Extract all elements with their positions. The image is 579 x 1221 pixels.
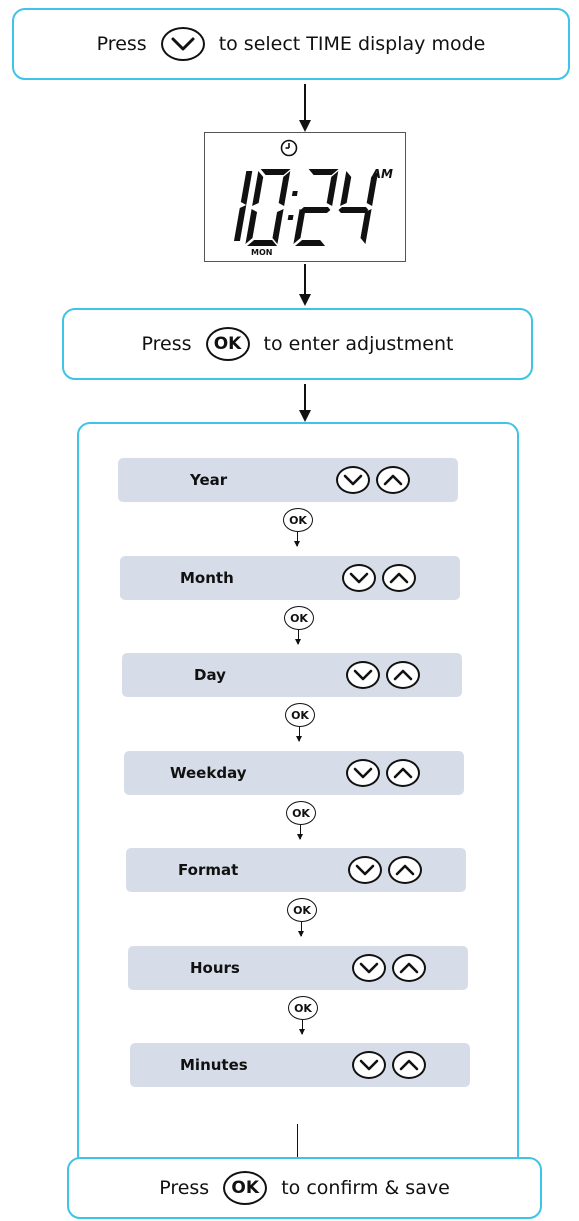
ok-label: OK xyxy=(231,1178,260,1198)
enter-adjustment-callout: Press OK to enter adjustment xyxy=(62,308,533,380)
ok-label: OK xyxy=(290,611,308,625)
chevron-down-icon xyxy=(343,474,363,486)
ok-button[interactable]: OK xyxy=(205,327,250,361)
up-button[interactable] xyxy=(386,661,420,689)
step-year: Year xyxy=(118,458,458,502)
chevron-down-icon xyxy=(353,767,373,779)
chevron-up-icon xyxy=(393,669,413,681)
ampm-indicator: AM xyxy=(371,167,393,181)
chevron-up-icon xyxy=(383,474,403,486)
flow-arrow xyxy=(299,1020,305,1035)
chevron-down-icon xyxy=(355,864,375,876)
chevron-up-icon xyxy=(395,864,415,876)
clock-icon xyxy=(280,139,298,157)
up-button[interactable] xyxy=(386,759,420,787)
callout-press-text: Press xyxy=(96,33,147,55)
flow-arrow xyxy=(299,384,311,422)
down-button[interactable] xyxy=(336,466,370,494)
ok-label: OK xyxy=(289,513,307,527)
flow-arrow xyxy=(299,84,311,132)
callout-action-text: to select TIME display mode xyxy=(218,33,486,55)
down-button[interactable] xyxy=(342,564,376,592)
step-format: Format xyxy=(126,848,466,892)
chevron-down-icon xyxy=(171,37,195,51)
up-button[interactable] xyxy=(392,954,426,982)
up-button[interactable] xyxy=(376,466,410,494)
step-label: Month xyxy=(180,569,234,587)
chevron-down-icon xyxy=(359,1059,379,1071)
step-weekday: Weekday xyxy=(124,751,464,795)
step-label: Minutes xyxy=(180,1056,248,1074)
up-button[interactable] xyxy=(382,564,416,592)
flow-arrow xyxy=(299,264,311,306)
weekday-indicator: MON xyxy=(251,248,273,257)
down-button[interactable] xyxy=(352,954,386,982)
step-buttons xyxy=(342,564,416,592)
down-button[interactable] xyxy=(346,759,380,787)
chevron-down-icon xyxy=(349,572,369,584)
ok-label: OK xyxy=(294,1001,312,1015)
step-minutes: Minutes xyxy=(130,1043,470,1087)
step-hours: Hours xyxy=(128,946,468,990)
step-label: Format xyxy=(178,861,239,879)
ok-step-button[interactable]: OK xyxy=(288,996,318,1020)
chevron-down-icon xyxy=(353,669,373,681)
ok-step-button[interactable]: OK xyxy=(287,898,317,922)
step-label: Day xyxy=(194,666,226,684)
select-time-callout: Press to select TIME display mode xyxy=(12,8,570,80)
chevron-up-icon xyxy=(399,962,419,974)
down-button[interactable] xyxy=(346,661,380,689)
callout-press-text: Press xyxy=(141,333,192,355)
step-buttons xyxy=(348,856,422,884)
ok-step-button[interactable]: OK xyxy=(285,703,315,727)
chevron-up-icon xyxy=(393,767,413,779)
step-buttons xyxy=(352,954,426,982)
step-label: Year xyxy=(190,471,228,489)
chevron-up-icon xyxy=(399,1059,419,1071)
callout-action-text: to enter adjustment xyxy=(263,333,454,355)
callout-action-text: to confirm & save xyxy=(281,1177,450,1199)
step-day: Day xyxy=(122,653,462,697)
flow-arrow xyxy=(298,922,304,937)
ok-button[interactable]: OK xyxy=(223,1171,268,1205)
time-digits xyxy=(233,169,379,246)
ok-label: OK xyxy=(213,334,242,354)
flow-arrow xyxy=(295,630,301,645)
confirm-save-callout: Press OK to confirm & save xyxy=(67,1157,542,1219)
flow-arrow xyxy=(297,825,303,840)
ok-step-button[interactable]: OK xyxy=(284,606,314,630)
up-button[interactable] xyxy=(388,856,422,884)
step-buttons xyxy=(346,661,420,689)
ok-step-button[interactable]: OK xyxy=(286,801,316,825)
ok-label: OK xyxy=(293,903,311,917)
chevron-down-icon xyxy=(359,962,379,974)
ok-label: OK xyxy=(292,806,310,820)
ok-label: OK xyxy=(291,708,309,722)
chevron-up-icon xyxy=(389,572,409,584)
flow-arrow xyxy=(294,532,300,547)
down-button[interactable] xyxy=(352,1051,386,1079)
down-button[interactable] xyxy=(348,856,382,884)
step-buttons xyxy=(352,1051,426,1079)
ok-step-button[interactable]: OK xyxy=(283,508,313,532)
step-month: Month xyxy=(120,556,460,600)
step-label: Hours xyxy=(190,959,240,977)
down-button[interactable] xyxy=(160,27,205,61)
step-label: Weekday xyxy=(170,764,247,782)
flow-arrow xyxy=(296,727,302,742)
callout-press-text: Press xyxy=(159,1177,210,1199)
step-buttons xyxy=(346,759,420,787)
up-button[interactable] xyxy=(392,1051,426,1079)
step-buttons xyxy=(336,466,410,494)
lcd-display: AM MON xyxy=(204,132,406,262)
